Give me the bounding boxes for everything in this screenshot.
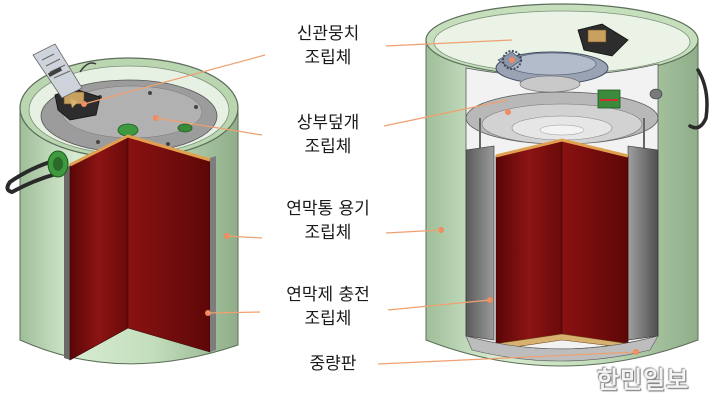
right-canister [425,3,709,367]
left-charge-face-right [127,135,211,353]
right-green-fitting [597,88,663,109]
leader-canister-left [226,235,263,239]
label-fuze-assembly: 신관뭉치 조립체 [258,22,398,70]
label-canister-assembly: 연막통 용기 조립체 [248,197,408,245]
left-canister [5,43,239,365]
leader-canister-right [385,229,442,234]
right-fuze-assembly [495,23,629,93]
left-safety-strip [32,43,83,99]
label-canister-line2: 조립체 [304,223,352,243]
right-charge-face-left [495,139,563,345]
leader-fuze-left [83,54,266,105]
label-upper-cover-assembly: 상부덮개 조립체 [258,111,398,159]
leader-charge-left [207,311,261,314]
leader-cover-left [155,117,263,136]
label-canister-line1: 연막통 용기 [286,199,370,219]
right-inner-wall-left [465,145,495,341]
right-marker-cover [505,109,511,115]
left-carry-handle [5,150,69,195]
right-charge-face-right [561,139,629,345]
right-inner-wall-right [627,145,659,341]
leader-cover-right [383,99,509,127]
label-charge-line2: 조립체 [304,309,352,329]
left-cutaway-grey-wall [64,166,70,360]
label-charge-line1: 연막제 충전 [286,285,370,305]
right-carry-handle [688,68,709,130]
label-fuze-line2: 조립체 [304,48,352,68]
label-charge-assembly: 연막제 충전 조립체 [248,283,408,331]
leader-lines [83,39,637,365]
right-marker-fuze [509,57,515,63]
leader-charge-right [387,299,491,311]
left-charge-face-left [69,135,129,361]
label-fuze-line1: 신관뭉치 [296,24,360,44]
leader-plate [377,351,637,365]
left-green-fitting-2 [177,123,193,133]
leader-fuze-right [385,39,513,47]
left-cutaway-grey-wall-right [210,156,216,352]
label-weight-plate: 중량판 [288,352,378,376]
label-plate-line1: 중량판 [309,354,357,374]
left-green-fitting-1 [117,123,139,137]
label-cover-line1: 상부덮개 [296,113,360,133]
watermark-logo: 한민일보 [597,366,690,394]
label-cover-line2: 조립체 [304,137,352,157]
